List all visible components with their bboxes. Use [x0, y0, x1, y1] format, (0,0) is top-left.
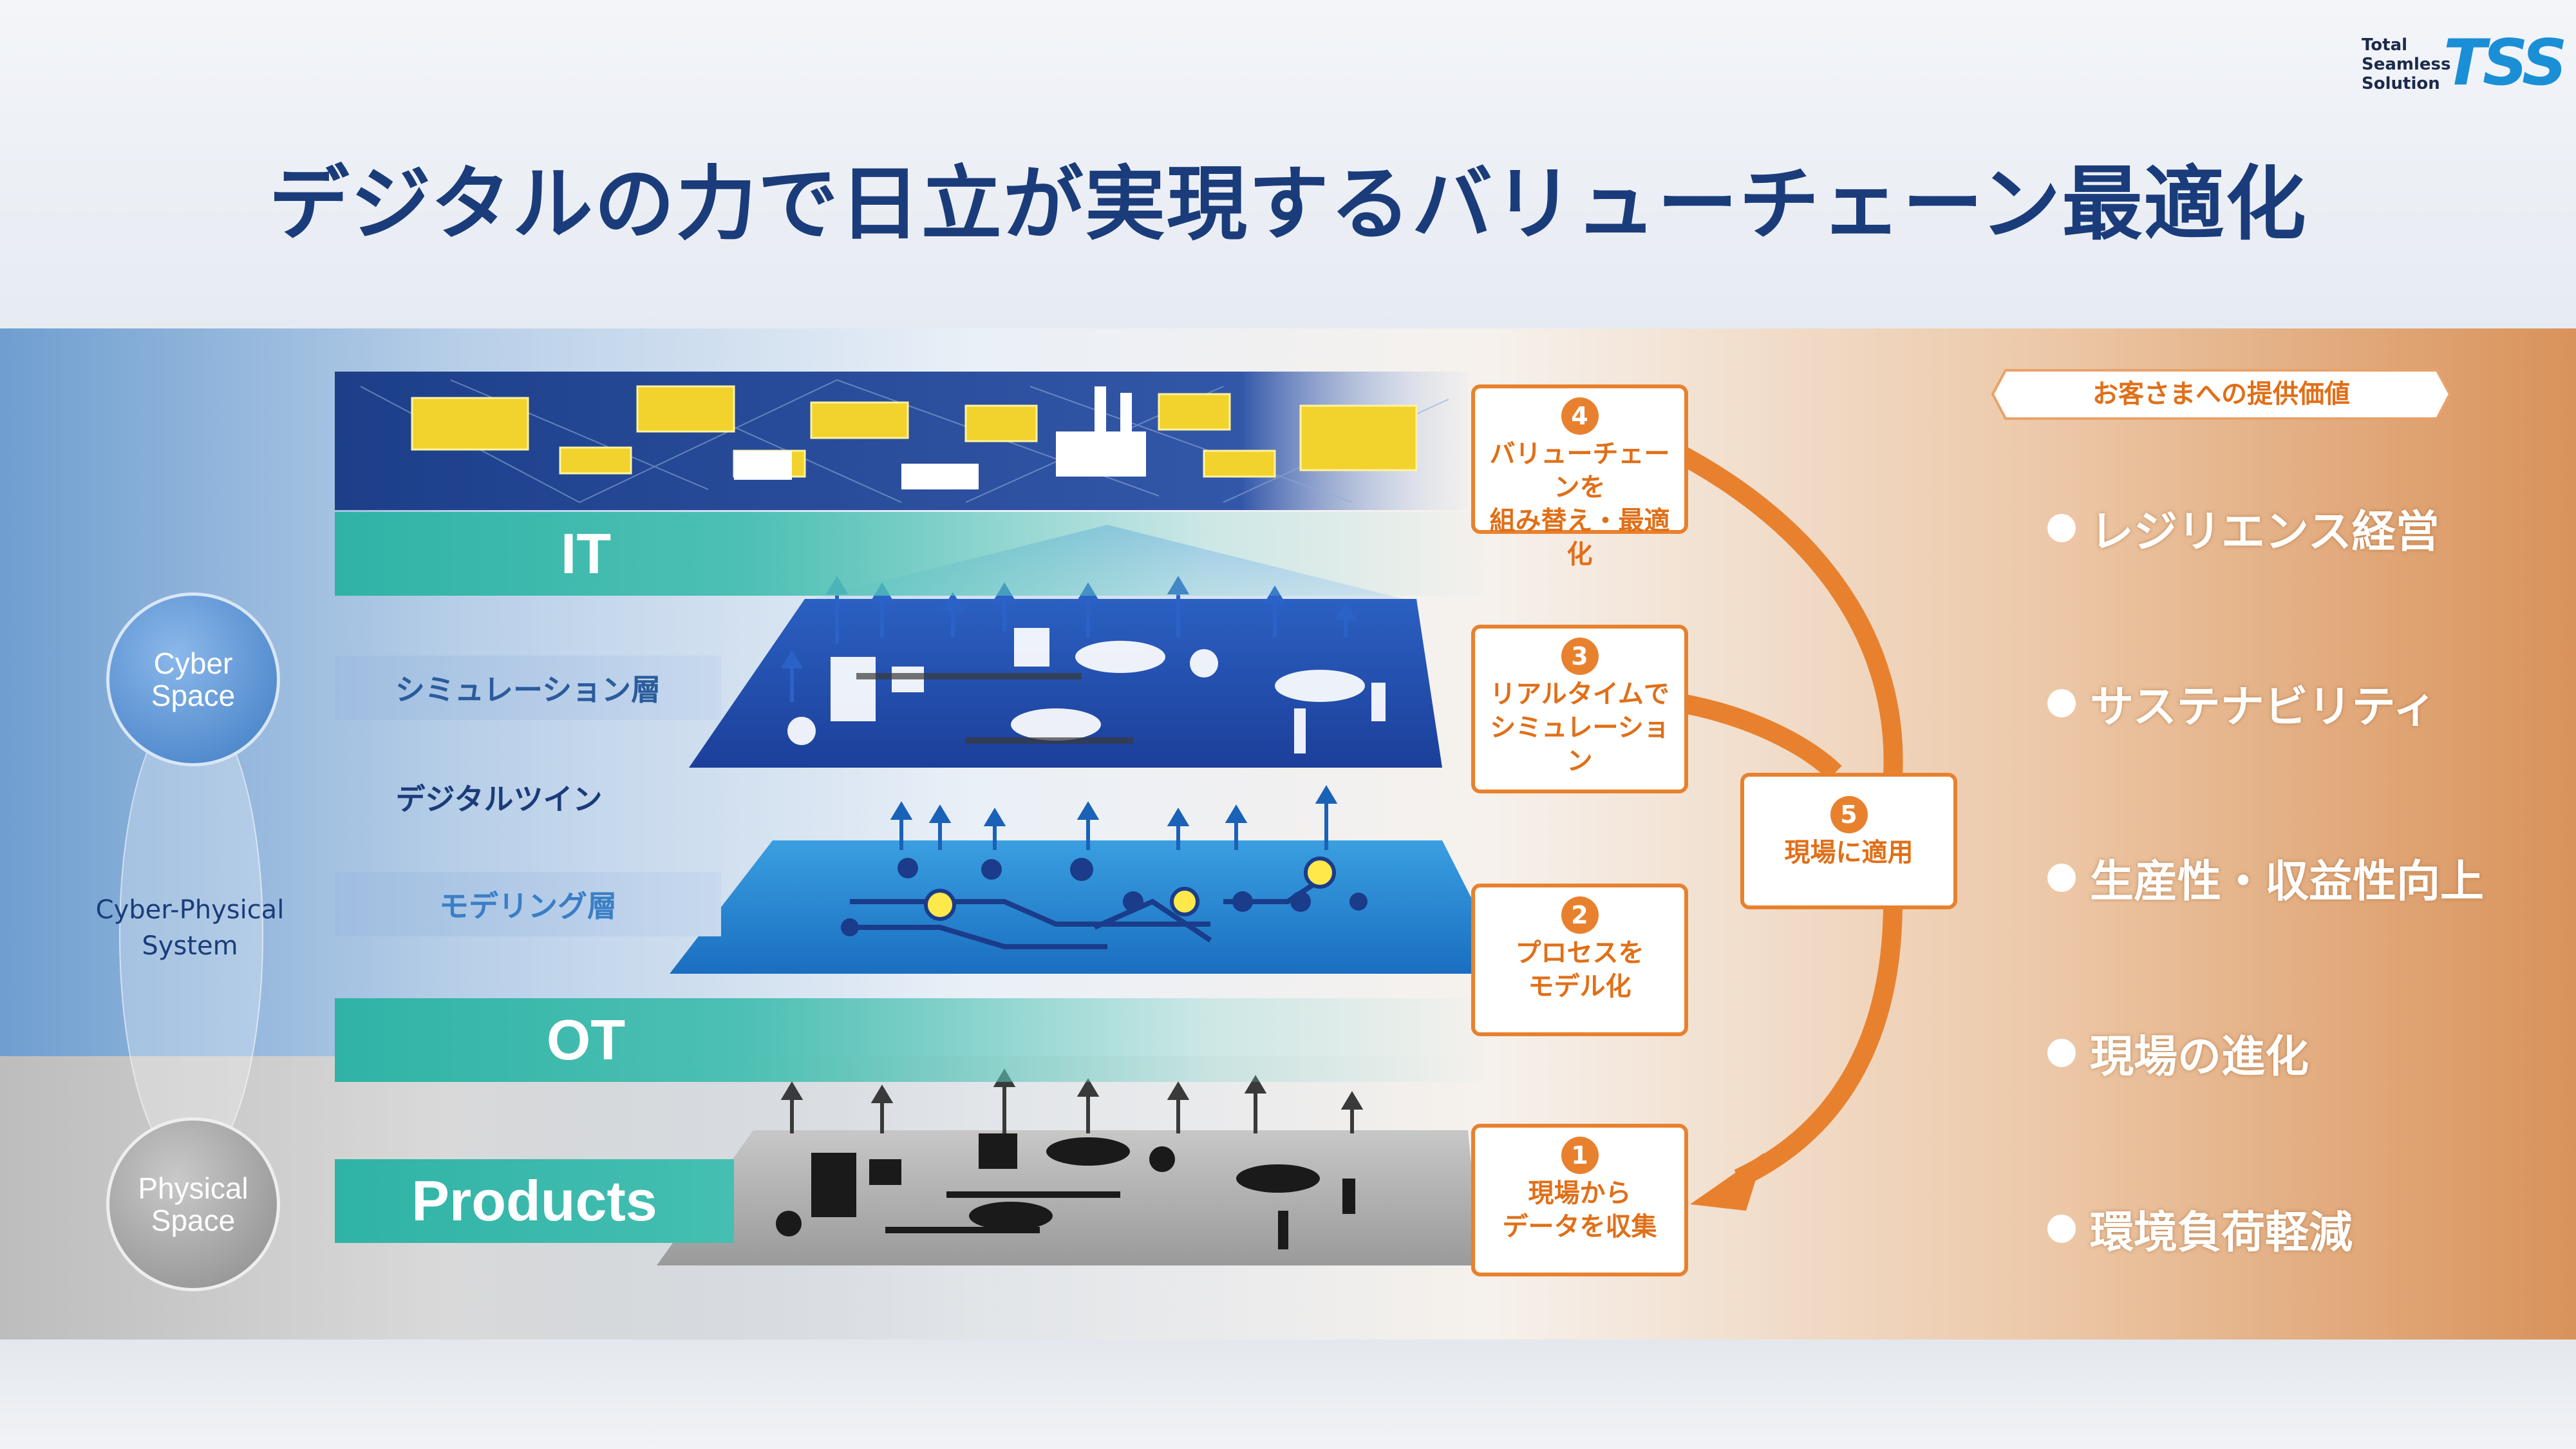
it-label: IT — [560, 522, 612, 585]
cycle-arrows — [1669, 442, 1903, 1188]
modeling-layer-label: モデリング層 — [335, 872, 721, 936]
step-2-box: 2 プロセスをモデル化 — [1471, 884, 1688, 1036]
step-3-box: 3 リアルタイムでシミュレーション — [1471, 625, 1688, 793]
bullet-icon — [2047, 688, 2076, 717]
it-bar: IT — [335, 512, 1494, 596]
bullet-icon — [2047, 863, 2076, 892]
bullet-icon — [2047, 513, 2076, 542]
bullet-icon — [2047, 1214, 2076, 1243]
step-5-number: 5 — [1830, 796, 1868, 833]
step-1-number: 1 — [1561, 1137, 1599, 1174]
cycle-arrowhead — [1690, 1153, 1764, 1211]
value-item: 現場の進化 — [2047, 1021, 2309, 1084]
value-header-ribbon — [1991, 369, 2452, 420]
header-background — [0, 0, 2576, 328]
step-2-number: 2 — [1561, 896, 1599, 934]
products-bar: Products — [335, 1159, 734, 1243]
modeling-layer-graphic — [670, 785, 1510, 974]
step-3-number: 3 — [1561, 638, 1599, 675]
step-4-box: 4 バリューチェーンを組み替え・最適化 — [1471, 384, 1688, 569]
ot-bar: OT — [335, 998, 1494, 1082]
value-item: レジリエンス経営 — [2047, 496, 2440, 560]
products-layer-graphic — [657, 1068, 1481, 1265]
cps-ellipse — [119, 702, 263, 1168]
simulation-layer-label: シミュレーション層 — [335, 656, 721, 720]
value-header: お客さまへの提供価値 — [2092, 379, 2350, 409]
page-title: デジタルの力で日立が実現するバリューチェーン最適化 — [268, 158, 2308, 251]
ot-label: OT — [546, 1008, 626, 1072]
step-4-number: 4 — [1561, 397, 1599, 435]
value-item: 環境負荷軽減 — [2047, 1197, 2353, 1260]
products-label: Products — [411, 1169, 657, 1233]
digital-twin-label: デジタルツイン — [395, 782, 603, 817]
bullet-icon — [2047, 1038, 2076, 1067]
value-item: 生産性・収益性向上 — [2047, 846, 2484, 909]
footer-background — [0, 1340, 2576, 1449]
step-5-box: 5 現場に適用 — [1740, 773, 1957, 909]
step-1-box: 1 現場からデータを収集 — [1471, 1124, 1688, 1276]
value-item: サステナビリティ — [2047, 671, 2437, 735]
tss-logo: TSS — [2443, 26, 2568, 100]
supply-chain-banner — [335, 372, 1468, 510]
